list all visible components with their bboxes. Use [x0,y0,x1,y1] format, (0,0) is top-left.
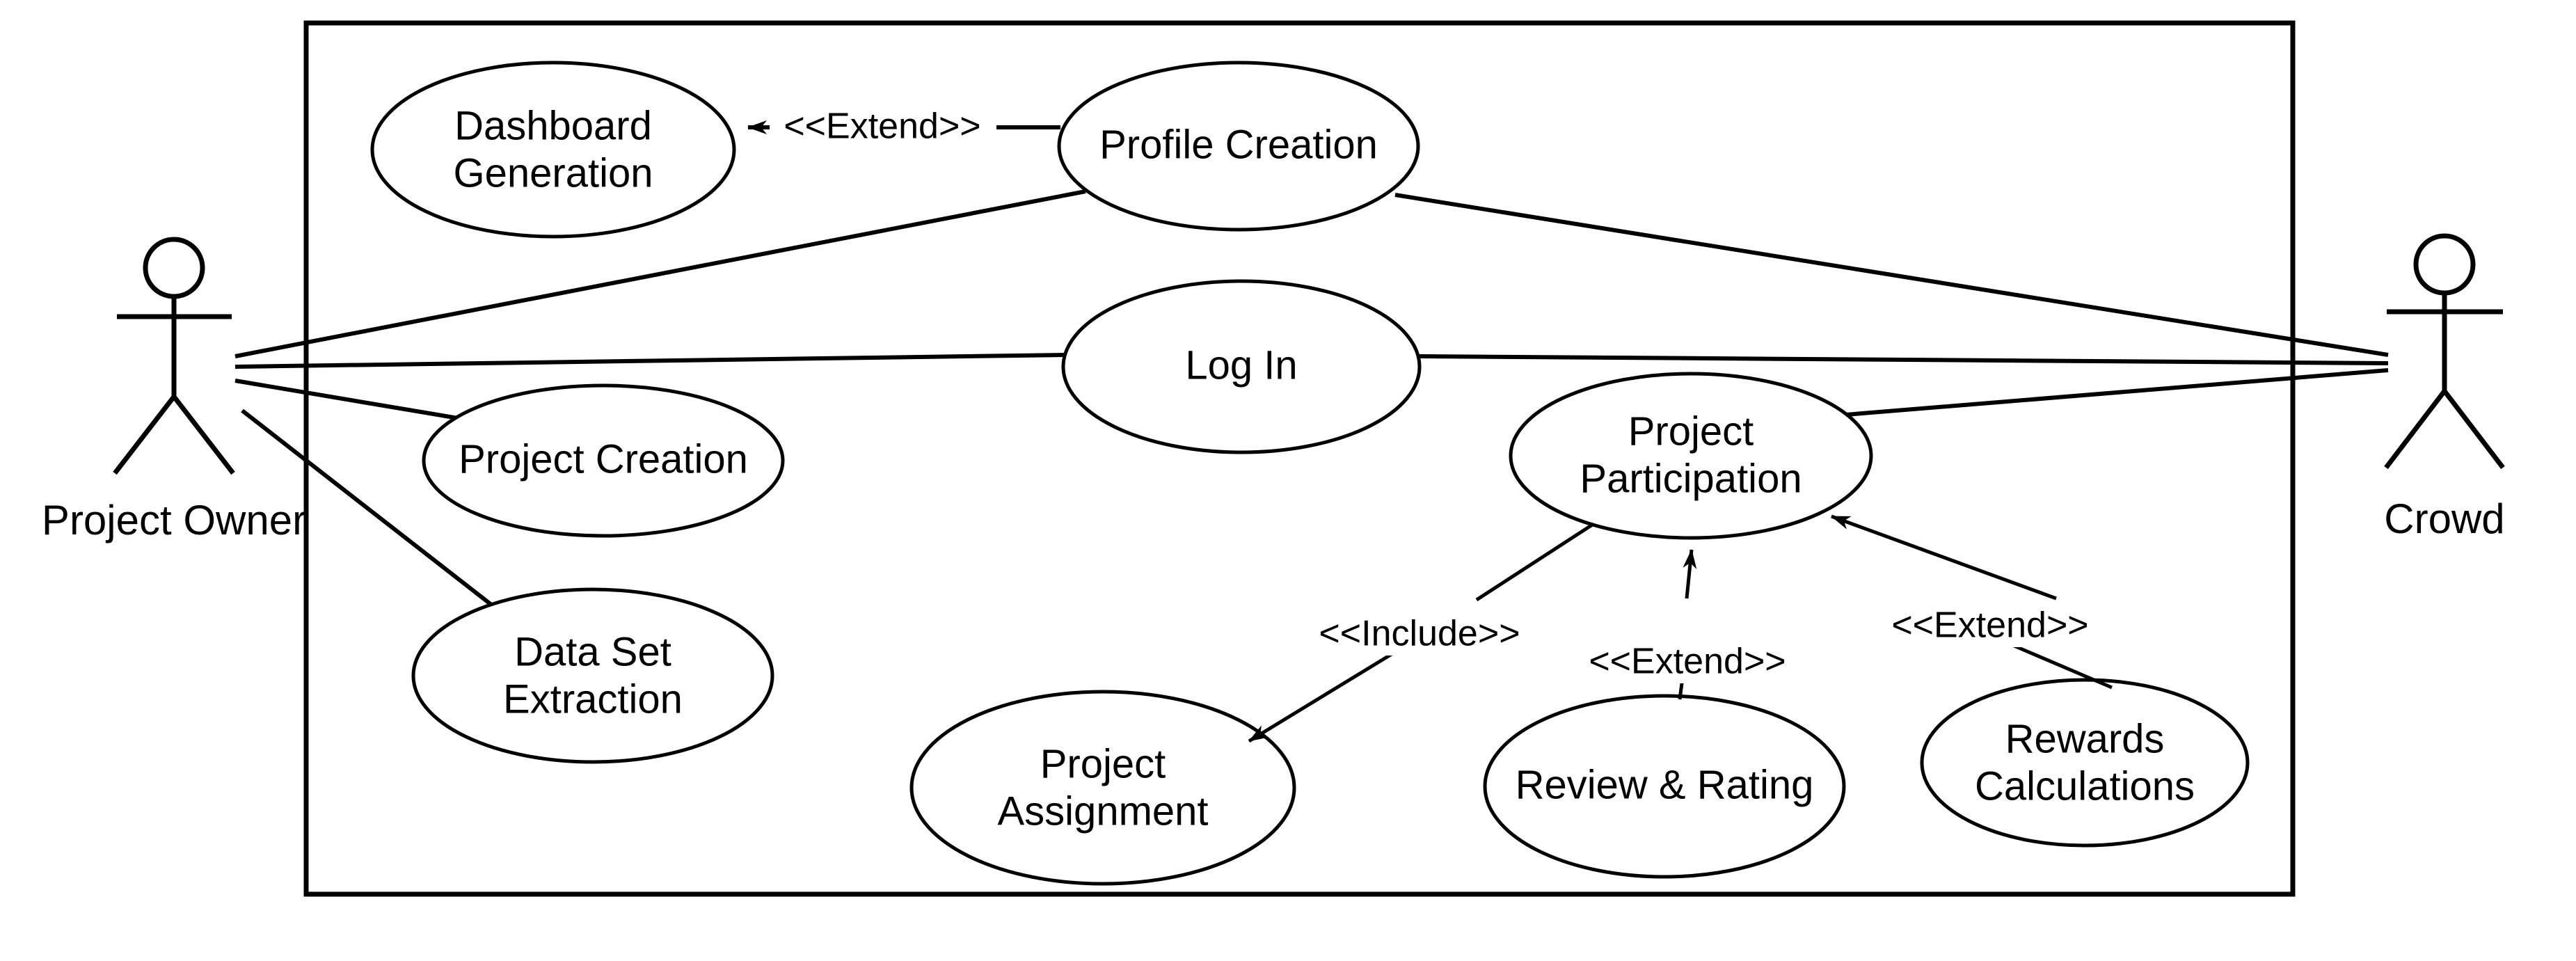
actor-leg-right [2442,389,2505,470]
use-case-label-line-1: Log In [1185,342,1297,388]
actor-label-project-owner: Project Owner [42,497,306,543]
relationship-label-extend: <<Extend>> [1589,642,1786,682]
association-crowd-to-project-participation [1836,368,2389,418]
relationship-line-lower [2012,643,2113,690]
use-case-ellipse [1509,372,1873,540]
relationship-label-backdrop [1571,640,1804,683]
association-lines-project-owner [234,189,1086,609]
use-case-label-line-1: Data Set [514,629,671,674]
use-case-label-line-1: Project Creation [459,436,748,482]
actor-project-owner[interactable]: Project Owner [42,237,306,543]
relationship-label-extend: <<Extend>> [1891,605,2088,646]
use-case-dashboard-generation[interactable]: Dashboard Generation [370,61,736,239]
relationship-line-upper [1683,549,1697,599]
relationship-extend-review-and-rating[interactable]: <<Extend>> [1571,549,1804,700]
use-case-label-line-2: Assignment [997,788,1208,834]
relationship-extend-rewards-calculations[interactable]: <<Extend>> [1831,514,2113,690]
use-case-label-line-1: Rewards [2005,716,2165,761]
actor-head-icon [2413,233,2476,296]
use-case-ellipse [1483,694,1846,879]
use-case-label-line-1: Project [1040,741,1166,786]
use-case-label-line-1: Review & Rating [1516,762,1814,807]
use-case-label-line-1: Project [1628,408,1754,454]
actor-leg-left [113,395,176,475]
relationship-label-backdrop [1298,612,1543,656]
association-crowd-to-profile-creation [1394,193,2389,357]
use-case-data-set-extraction[interactable]: Data Set Extraction [411,587,774,764]
use-case-label-line-2: Extraction [503,676,683,722]
relationship-label-backdrop [770,106,996,149]
relationship-extend-dashboard-generation[interactable]: <<Extend>> [747,106,1060,149]
use-case-label-line-2: Calculations [1975,763,2195,809]
use-case-ellipse [370,61,736,239]
use-case-ellipse [1057,61,1420,232]
relationship-line-upper [1831,514,2057,601]
use-case-rewards-calculations[interactable]: Rewards Calculations [1920,678,2250,848]
relationship-line-upper [1475,522,1595,602]
use-case-ellipse [909,690,1296,886]
use-case-label-line-2: Generation [454,150,653,196]
use-case-project-creation[interactable]: Project Creation [422,383,785,538]
use-case-ellipse [411,587,774,764]
association-owner-to-data-set-extraction [241,408,495,609]
relationship-label-extend: <<Extend>> [784,106,980,147]
association-owner-to-project-creation [234,379,488,425]
use-case-label-line-1: Dashboard [454,103,652,148]
use-case-project-assignment[interactable]: Project Assignment [909,690,1296,886]
association-owner-to-profile-creation [234,189,1086,358]
actor-head-icon [143,237,205,299]
use-case-review-and-rating[interactable]: Review & Rating [1483,694,1846,879]
use-case-project-participation[interactable]: Project Participation [1509,372,1873,540]
use-case-label-line-1: Profile Creation [1099,122,1378,167]
use-case-ellipse [1061,279,1422,454]
actor-leg-right [172,395,235,475]
use-case-profile-creation[interactable]: Profile Creation [1057,61,1420,232]
actor-crowd[interactable]: Crowd [2384,233,2505,542]
use-case-label-line-2: Participation [1580,456,1802,501]
use-case-ellipse [422,383,785,538]
relationship-include-project-assignment[interactable]: <<Include>> [1248,522,1595,743]
relationship-label-include: <<Include>> [1319,614,1520,654]
use-case-log-in[interactable]: Log In [1061,279,1422,454]
association-lines-crowd [1394,193,2389,418]
association-owner-to-log-in [234,353,1065,369]
actor-leg-left [2384,389,2447,470]
association-crowd-to-log-in [1419,354,2389,365]
relationship-line-lower [1248,652,1393,743]
relationship-label-backdrop [1874,604,2106,647]
actor-label-crowd: Crowd [2384,495,2504,542]
use-case-ellipse [1920,678,2250,848]
